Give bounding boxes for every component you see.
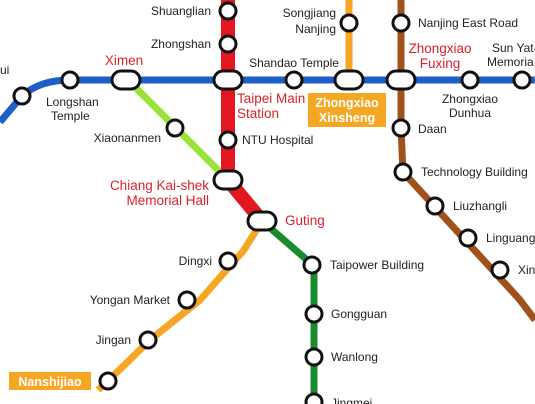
label-zhongxiao-fuxing-2: Fuxing — [420, 56, 461, 71]
station-sun-yat-sen-memorial[interactable] — [512, 70, 532, 90]
label-jingmei: Jingmei — [331, 396, 372, 404]
label-songjiang-2: Nanjing — [295, 22, 336, 36]
station-ntu-hospital[interactable] — [218, 130, 238, 150]
station-zhongxiao-xinsheng[interactable] — [333, 69, 365, 91]
station-taipei-main[interactable] — [212, 69, 244, 91]
station-linguang[interactable] — [458, 228, 478, 248]
station-dingxi[interactable] — [218, 251, 238, 271]
label-yongan: Yongan Market — [90, 293, 171, 307]
label-shuanglian: Shuanglian — [151, 4, 211, 18]
station-gongguan[interactable] — [304, 304, 324, 324]
label-gongguan: Gongguan — [331, 307, 387, 321]
station-longshan-temple[interactable] — [60, 70, 80, 90]
label-liuzhangli: Liuzhangli — [453, 199, 507, 213]
station-ximen[interactable] — [110, 69, 142, 91]
label-zhongshan: Zhongshan — [151, 37, 211, 51]
station-zhongxiao-fuxing[interactable] — [385, 69, 417, 91]
label-ximen: Ximen — [105, 53, 143, 68]
label-cks-1: Chiang Kai-shek — [110, 178, 209, 193]
station-wanlong[interactable] — [304, 347, 324, 367]
label-jingan: Jingan — [96, 333, 131, 347]
label-nanjing-east: Nanjing East Road — [418, 16, 518, 30]
station-daan[interactable] — [391, 118, 411, 138]
label-zhongxiao-fuxing-1: Zhongxiao — [408, 41, 471, 56]
station-left-cut[interactable] — [12, 86, 32, 106]
station-jingmei[interactable] — [304, 392, 324, 404]
station-zhongxiao-dunhua[interactable] — [460, 70, 480, 90]
label-guting: Guting — [285, 213, 325, 228]
label-zhongxiao-xinsheng-2: Xinsheng — [319, 111, 375, 125]
label-zhongxiao-xinsheng-1: Zhongxiao — [315, 96, 379, 110]
station-xinhai[interactable] — [490, 260, 510, 280]
station-guting[interactable] — [246, 210, 278, 232]
station-shuanglian[interactable] — [218, 1, 238, 21]
station-nanjing-east-road[interactable] — [391, 13, 411, 33]
label-zhongxiao-dunhua-1: Zhongxiao — [442, 92, 498, 106]
station-jingan[interactable] — [138, 330, 158, 350]
station-taipower-building[interactable] — [302, 255, 322, 275]
label-songjiang-1: Songjiang — [283, 6, 336, 20]
label-taipei-main-2: Station — [237, 106, 279, 121]
station-nanshijiao[interactable] — [98, 371, 118, 391]
label-wanlong: Wanlong — [331, 350, 378, 364]
label-taipower: Taipower Building — [330, 258, 424, 272]
label-cks-2: Memorial Hall — [126, 193, 209, 208]
station-liuzhangli[interactable] — [425, 196, 445, 216]
tag-zhongxiao-xinsheng-bg — [308, 93, 386, 127]
label-daan: Daan — [418, 122, 447, 136]
station-songjiang-nanjing[interactable] — [339, 13, 359, 33]
label-longshan-1: Longshan — [46, 95, 99, 109]
label-shandao: Shandao Temple — [249, 56, 339, 70]
label-technology: Technology Building — [421, 165, 528, 179]
tag-nanshijiao-bg — [9, 372, 91, 390]
station-yongan-market[interactable] — [177, 290, 197, 310]
label-xiaonanmen: Xiaonanmen — [94, 131, 161, 145]
station-technology-building[interactable] — [393, 162, 413, 182]
station-shandao-temple[interactable] — [284, 70, 304, 90]
label-linguang: Linguang — [486, 231, 535, 245]
station-zhongshan[interactable] — [218, 34, 238, 54]
label-zhongxiao-dunhua-2: Dunhua — [449, 106, 491, 120]
label-dingxi: Dingxi — [179, 254, 212, 268]
label-xinhai: Xin — [518, 263, 535, 277]
label-nanshijiao: Nanshijiao — [18, 375, 82, 389]
label-longshan-2: Temple — [51, 109, 90, 123]
label-sun-yat-2: Memoria — [487, 55, 534, 69]
label-sun-yat-1: Sun Yat- — [492, 41, 535, 55]
label-ntu: NTU Hospital — [242, 133, 313, 147]
label-taipei-main-1: Taipei Main — [237, 91, 305, 106]
station-chiang-kai-shek-memorial-hall[interactable] — [212, 169, 244, 191]
station-xiaonanmen[interactable] — [165, 118, 185, 138]
label-left-cut: ui — [0, 63, 9, 77]
